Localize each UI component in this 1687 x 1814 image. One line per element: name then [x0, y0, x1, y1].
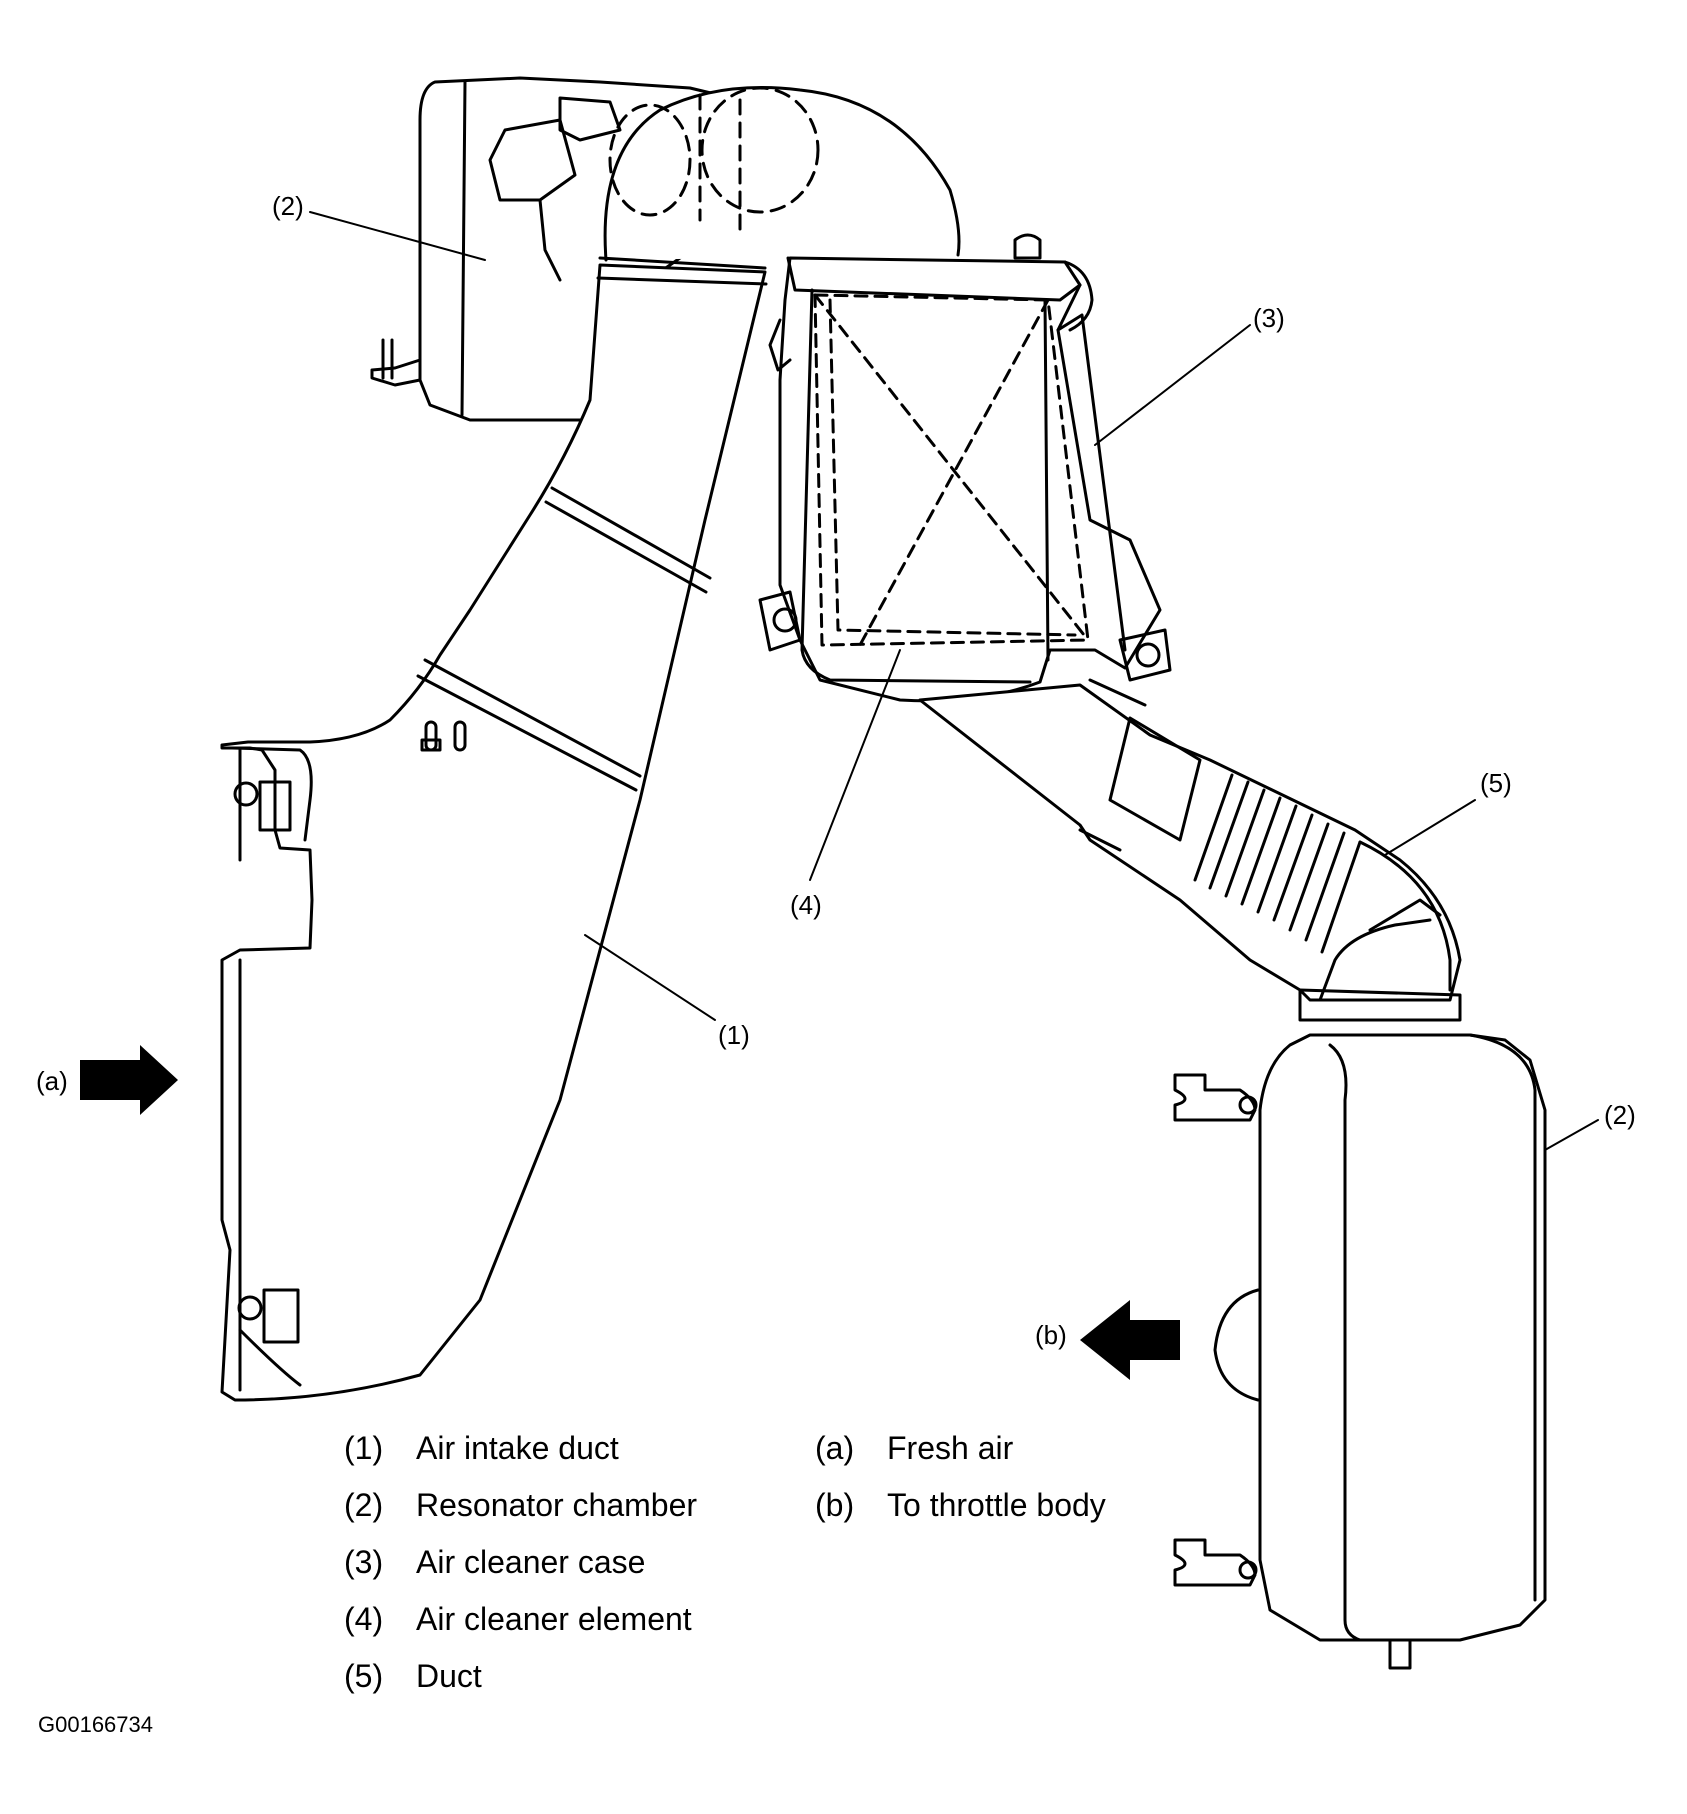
- air-cleaner-element: [813, 293, 1090, 647]
- legend-item-4: (4) Air cleaner element: [344, 1603, 692, 1635]
- legend-number: (5): [344, 1658, 384, 1694]
- legend-item-1: (1) Air intake duct: [344, 1432, 619, 1464]
- legend-letter: (a): [815, 1430, 855, 1466]
- to-throttle-body-arrow: [1080, 1300, 1180, 1380]
- legend-item-5: (5) Duct: [344, 1660, 482, 1692]
- callout-2-top: (2): [272, 191, 304, 221]
- legend-label: Fresh air: [887, 1430, 1014, 1466]
- callout-5: (5): [1480, 768, 1512, 798]
- fresh-air-arrow: [80, 1045, 178, 1115]
- legend-letter: (b): [815, 1487, 855, 1523]
- callout-3: (3): [1253, 303, 1285, 333]
- legend-label: Duct: [416, 1658, 482, 1694]
- callout-4: (4): [790, 890, 822, 920]
- legend-item-a: (a) Fresh air: [815, 1432, 1013, 1464]
- legend-label: Air cleaner element: [416, 1601, 692, 1637]
- legend-number: (4): [344, 1601, 384, 1637]
- legend-label: To throttle body: [887, 1487, 1106, 1523]
- legend-label: Air intake duct: [416, 1430, 619, 1466]
- lower-resonator-chamber: [1173, 1033, 1547, 1670]
- legend-number: (2): [344, 1487, 384, 1523]
- upper-duct-elbow: [598, 86, 961, 422]
- legend-number: (1): [344, 1430, 384, 1466]
- legend-item-3: (3) Air cleaner case: [344, 1546, 645, 1578]
- callout-2-right: (2): [1604, 1100, 1636, 1130]
- bellows-rings: [1193, 773, 1362, 954]
- legend-label: Resonator chamber: [416, 1487, 698, 1523]
- legend-item-2: (2) Resonator chamber: [344, 1489, 697, 1521]
- figure-id: G00166734: [38, 1712, 153, 1737]
- legend-number: (3): [344, 1544, 384, 1580]
- callout-b: (b): [1035, 1320, 1067, 1350]
- legend-label: Air cleaner case: [416, 1544, 646, 1580]
- air-intake-duct: [220, 256, 768, 1402]
- corrugated-duct: [918, 678, 1462, 1022]
- air-cleaner-case: [758, 233, 1172, 703]
- callout-a: (a): [36, 1066, 68, 1096]
- callout-1: (1): [718, 1020, 750, 1050]
- leader-lines: [309, 211, 1599, 1151]
- duct-mount-holes: [233, 780, 300, 1344]
- legend-item-b: (b) To throttle body: [815, 1489, 1106, 1521]
